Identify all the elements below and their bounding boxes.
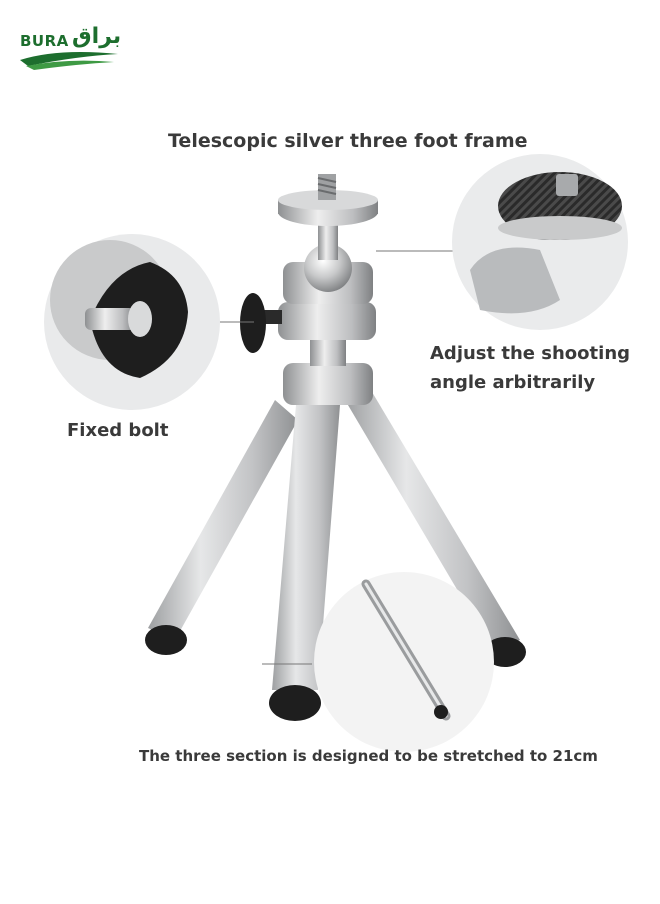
inset-telescopic-leg	[314, 572, 494, 752]
inset-adjust-head	[452, 154, 628, 330]
fixed-bolt-callout: Fixed bolt	[67, 420, 169, 441]
inset-fixed-bolt	[44, 234, 220, 410]
logo-swoosh-icon	[20, 52, 118, 70]
tripod-legs	[145, 392, 526, 721]
logo-latin-text: BURA	[20, 32, 69, 50]
adjust-angle-callout: Adjust the shooting angle arbitrarily	[430, 339, 655, 397]
title-callout: Telescopic silver three foot frame	[168, 130, 528, 152]
tripod-head	[240, 174, 378, 405]
logo-arabic-text: براق	[72, 24, 122, 49]
adjust-callout-line2: angle arbitrarily	[430, 372, 596, 393]
adjust-callout-line1: Adjust the shooting	[430, 343, 631, 364]
stretch-callout: The three section is designed to be stre…	[139, 747, 598, 765]
brand-logo: BURA براق	[18, 24, 128, 72]
